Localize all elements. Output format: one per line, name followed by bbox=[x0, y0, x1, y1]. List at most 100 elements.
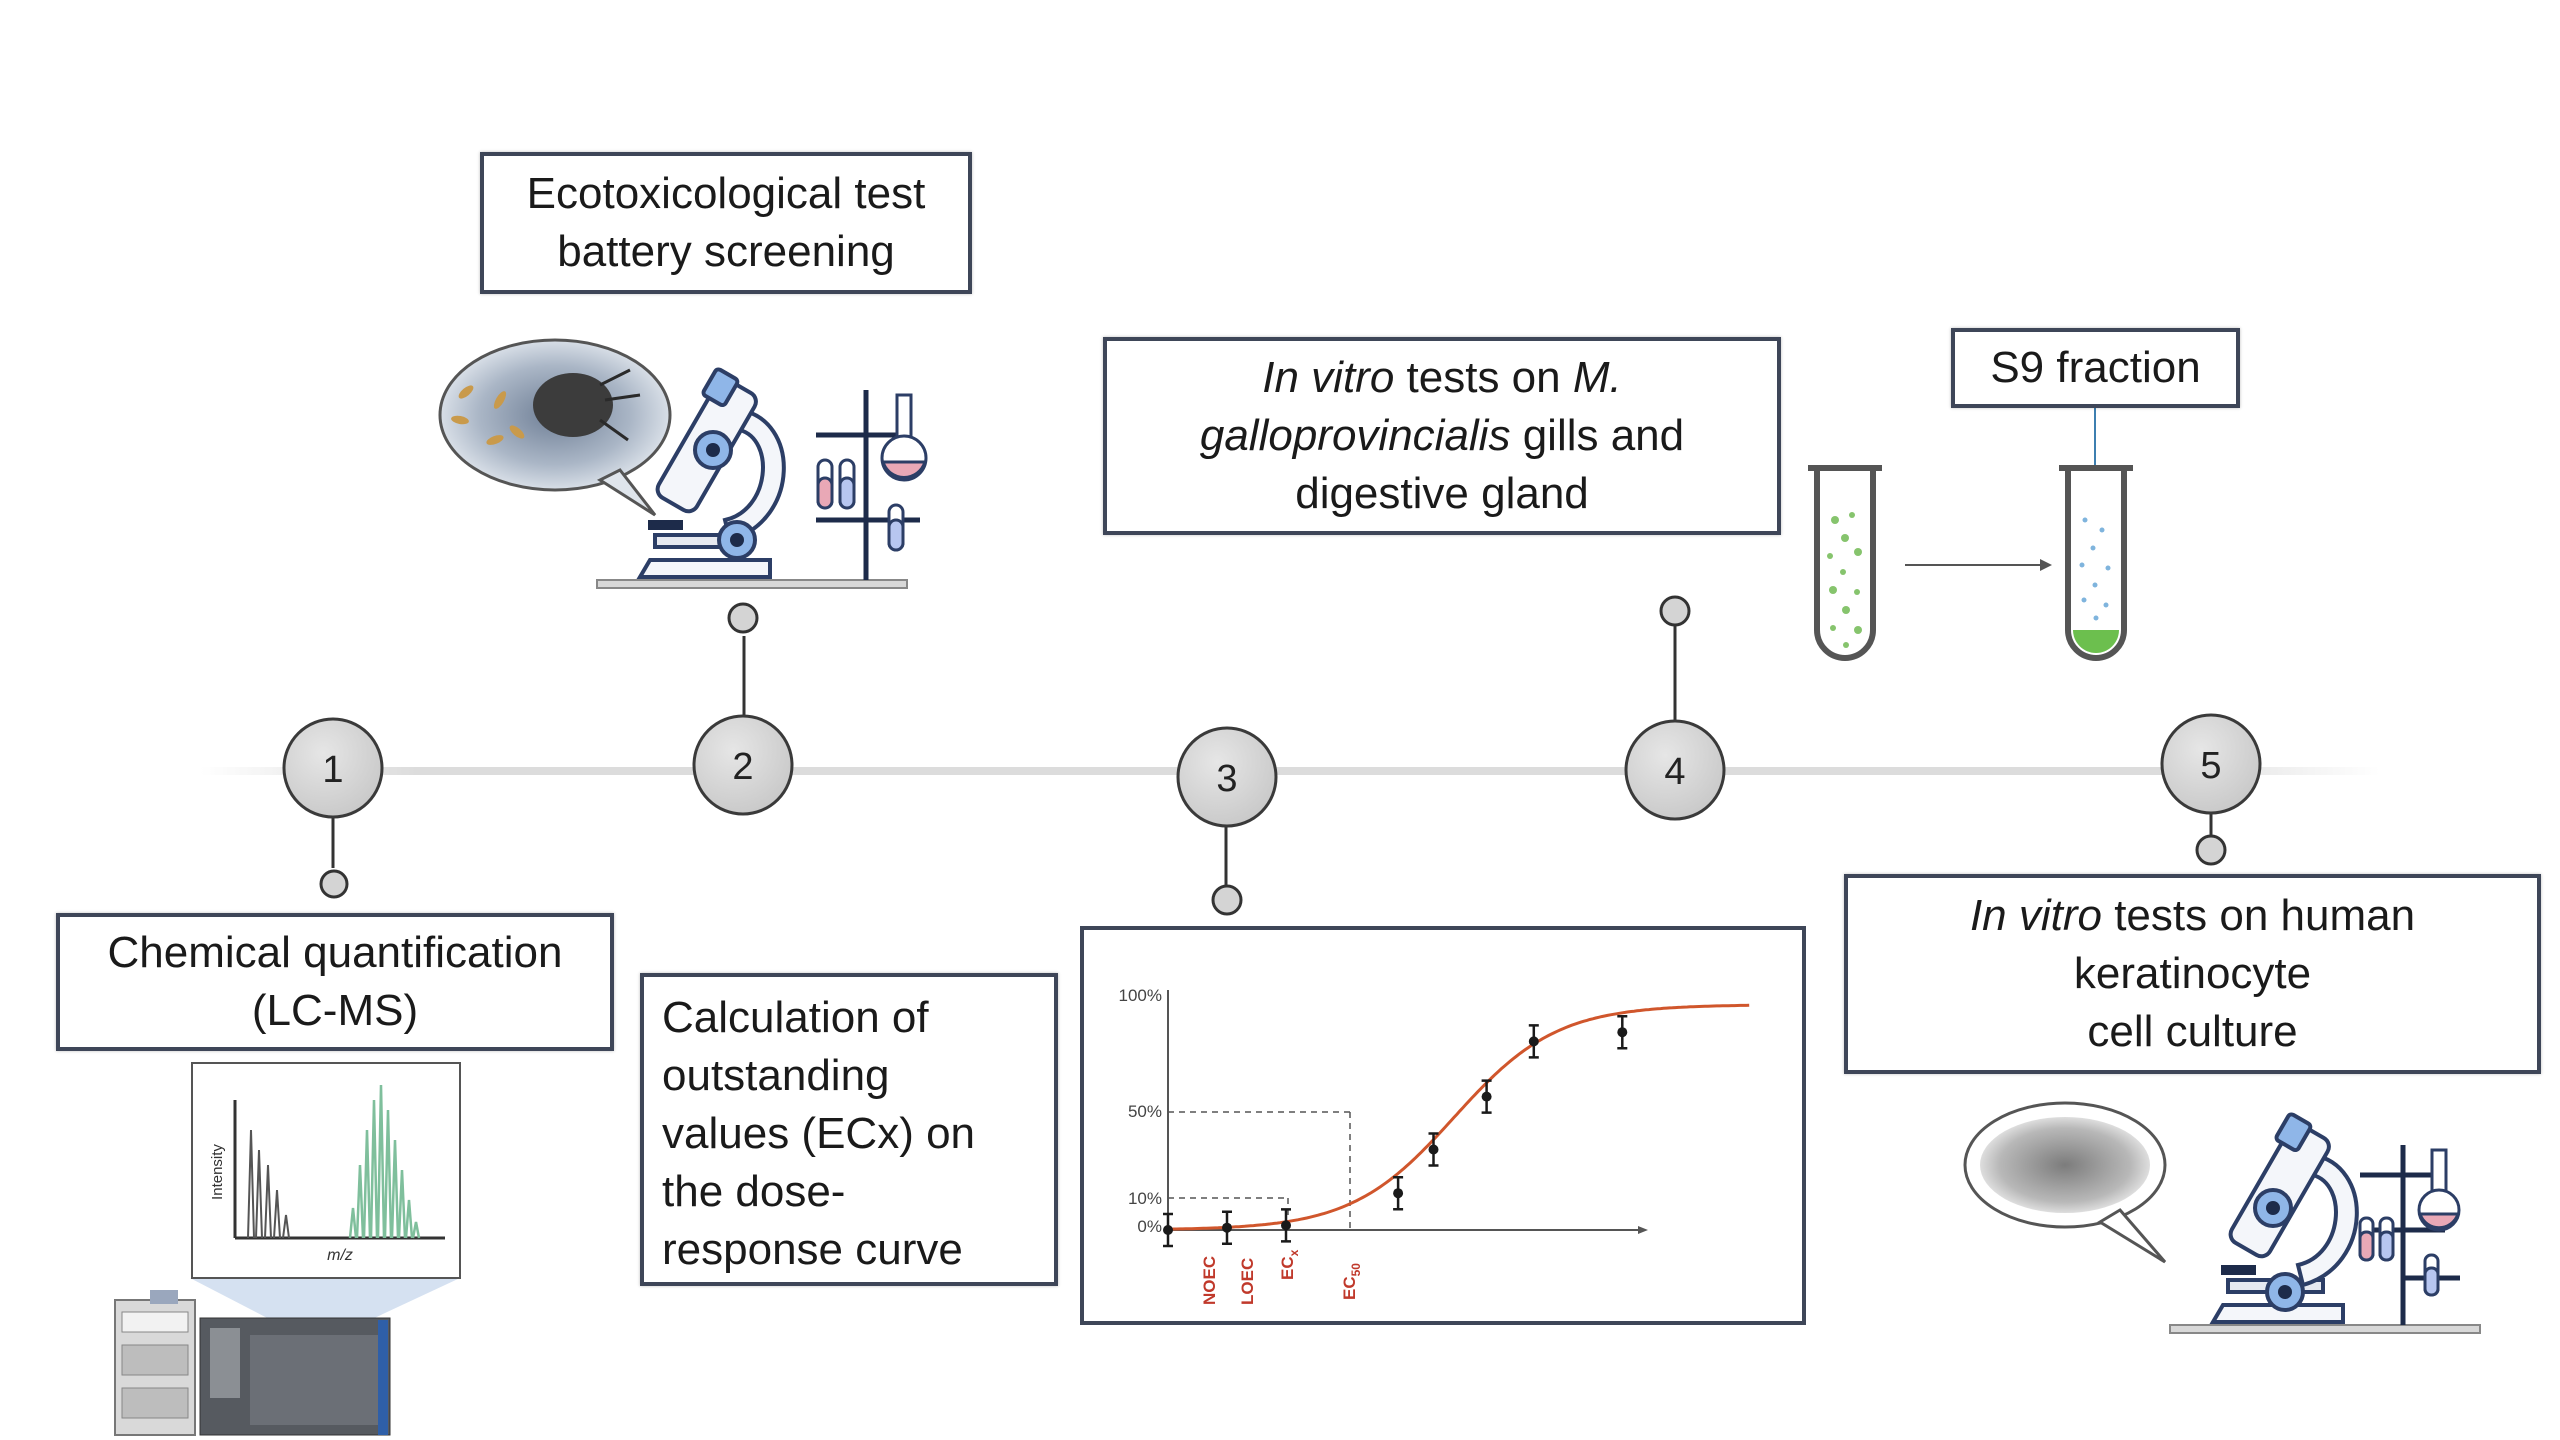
step-number-4: 4 bbox=[1664, 751, 1685, 793]
step-4-italic-species: galloprovincialis bbox=[1199, 411, 1511, 460]
data-point bbox=[1428, 1132, 1439, 1167]
step-1-label-line-1: Chemical quantification bbox=[107, 928, 563, 977]
test-tube-before bbox=[1808, 465, 1882, 661]
x-axis-arrow bbox=[1638, 1226, 1648, 1234]
arrow-right bbox=[1905, 559, 2052, 571]
blue-suspension bbox=[2079, 517, 2111, 621]
s9-fraction-label: S9 fraction bbox=[1990, 343, 2201, 392]
step-node-4: 4 bbox=[1624, 719, 1726, 821]
mass-spectrum-panel: Intensity m/z bbox=[191, 1062, 461, 1279]
algae-cells-icon bbox=[451, 385, 525, 445]
y-tick-100: 100% bbox=[1119, 986, 1162, 1005]
x-marker-noec: NOEC bbox=[1200, 1256, 1219, 1305]
step-number-3: 3 bbox=[1216, 758, 1237, 800]
step-3-label-line-5: response curve bbox=[662, 1225, 963, 1274]
step-4-label-box: In vitro tests on M. galloprovincialis g… bbox=[1103, 337, 1781, 535]
step-node-3: 3 bbox=[1176, 726, 1278, 828]
microscope-scene-step2 bbox=[438, 338, 928, 589]
data-point bbox=[1528, 1024, 1539, 1059]
point-marker bbox=[1393, 1188, 1404, 1199]
step-number-5: 5 bbox=[2200, 745, 2221, 787]
microscope-icon-5 bbox=[2209, 1112, 2359, 1324]
spectrum-peaks-black bbox=[247, 1129, 290, 1239]
dose-response-panel: 100% 50% 10% 0% NOEC LOEC ECx EC50 bbox=[1080, 926, 1806, 1325]
step-4-label-line-3: digestive gland bbox=[1295, 469, 1589, 518]
step-4-label-line-2: galloprovincialis gills and bbox=[1107, 407, 1777, 465]
spectrum-peaks-green bbox=[348, 1084, 421, 1239]
point-marker bbox=[1281, 1220, 1291, 1231]
spectrum-projection bbox=[190, 1278, 460, 1335]
y-tick-labels: 100% 50% 10% 0% bbox=[1119, 986, 1162, 1236]
data-points bbox=[1163, 1014, 1628, 1248]
step-5-italic-in-vitro: In vitro bbox=[1969, 891, 2102, 940]
x-marker-ecx: ECx bbox=[1278, 1249, 1301, 1280]
point-marker bbox=[1222, 1222, 1232, 1233]
step-3-label-line-2: outstanding bbox=[662, 1051, 890, 1100]
step-number-1: 1 bbox=[322, 749, 343, 791]
step-4-italic-genus: M. bbox=[1572, 353, 1622, 402]
step-5-label-line-1: In vitro tests on human bbox=[1848, 887, 2537, 945]
test-tube-after bbox=[2059, 407, 2133, 661]
step-3-label-line-3: values (ECx) on bbox=[662, 1109, 976, 1158]
timeline-line bbox=[200, 767, 2380, 775]
lab-bench-5 bbox=[2169, 1324, 2481, 1334]
data-point bbox=[1481, 1079, 1492, 1114]
step-3-label-box: Calculation of outstanding values (ECx) … bbox=[640, 973, 1058, 1286]
step-5-plain-1: tests on human bbox=[2101, 891, 2416, 940]
point-marker bbox=[1428, 1144, 1439, 1155]
microscope-scene-step5 bbox=[1963, 1101, 2481, 1334]
x-marker-loec: LOEC bbox=[1238, 1258, 1257, 1305]
point-marker bbox=[1528, 1036, 1539, 1047]
step-5-label-line-2: keratinocyte bbox=[2073, 949, 2312, 998]
keratinocyte-cells-icon bbox=[1980, 1117, 2150, 1213]
step-2-label-line-1: Ecotoxicological test bbox=[526, 169, 926, 218]
y-tick-10: 10% bbox=[1128, 1189, 1162, 1208]
step-number-2: 2 bbox=[732, 746, 753, 788]
step-3-label-line-1: Calculation of bbox=[662, 993, 929, 1042]
step-1-label-line-2: (LC-MS) bbox=[251, 986, 419, 1035]
y-tick-50: 50% bbox=[1128, 1102, 1162, 1121]
dose-response-curve bbox=[1167, 1003, 1750, 1231]
x-marker-ec50-base: EC bbox=[1340, 1276, 1359, 1300]
step-node-5: 5 bbox=[2160, 713, 2262, 815]
step-3-label-line-4: the dose- bbox=[662, 1167, 846, 1216]
x-marker-ecx-sub: x bbox=[1287, 1249, 1301, 1256]
data-point bbox=[1617, 1014, 1628, 1050]
green-suspension bbox=[1827, 512, 1862, 648]
green-pellet bbox=[2073, 630, 2119, 653]
step-4-label-line-1: In vitro tests on M. bbox=[1107, 349, 1777, 407]
lab-bench bbox=[596, 579, 908, 589]
lcms-illustration bbox=[114, 1278, 460, 1436]
data-point bbox=[1222, 1210, 1232, 1245]
spectrum-ylabel: Intensity bbox=[209, 1144, 226, 1200]
data-point bbox=[1281, 1208, 1291, 1243]
step-4-italic-in-vitro: In vitro bbox=[1262, 353, 1395, 402]
round-flask-icon bbox=[880, 393, 928, 482]
step-node-1: 1 bbox=[282, 717, 384, 819]
point-marker bbox=[1163, 1225, 1173, 1235]
connectors bbox=[319, 595, 2227, 916]
step-node-2: 2 bbox=[692, 714, 794, 816]
x-marker-ec50: EC50 bbox=[1340, 1263, 1363, 1300]
step-2-label-line-2: battery screening bbox=[557, 227, 895, 276]
x-marker-ec50-sub: 50 bbox=[1349, 1263, 1363, 1277]
step-5-label-box: In vitro tests on human keratinocyte cel… bbox=[1844, 874, 2541, 1074]
round-flask-icon-5 bbox=[2417, 1148, 2461, 1232]
spectrum-xlabel: m/z bbox=[327, 1247, 353, 1264]
step-4-plain-1: tests on bbox=[1394, 353, 1573, 402]
point-marker bbox=[1617, 1027, 1628, 1038]
x-marker-ecx-base: EC bbox=[1278, 1256, 1297, 1280]
data-point bbox=[1393, 1175, 1404, 1211]
daphnia-icon bbox=[533, 373, 613, 437]
test-tubes-icon bbox=[816, 458, 905, 552]
y-tick-0: 0% bbox=[1137, 1217, 1162, 1236]
point-marker bbox=[1481, 1091, 1492, 1102]
step-2-label-box: Ecotoxicological test battery screening bbox=[480, 152, 972, 294]
step-4-plain-2: gills and bbox=[1510, 411, 1685, 460]
s9-fraction-box: S9 fraction bbox=[1951, 328, 2240, 408]
test-tubes-icon-5 bbox=[2358, 1216, 2440, 1297]
step-1-label-box: Chemical quantification (LC-MS) bbox=[56, 913, 614, 1051]
data-point bbox=[1163, 1212, 1173, 1248]
x-marker-labels: NOEC LOEC ECx EC50 bbox=[1200, 1249, 1363, 1305]
